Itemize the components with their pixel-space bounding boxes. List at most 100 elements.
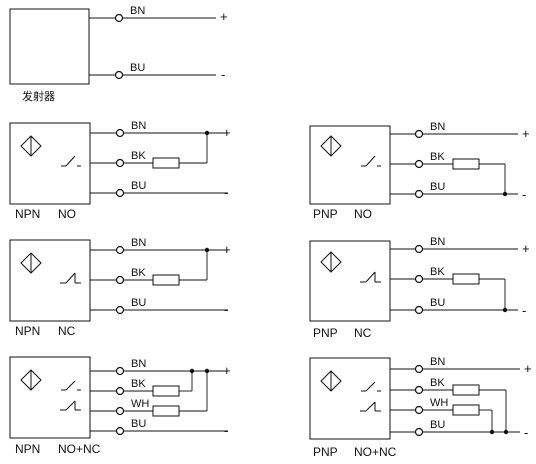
minus-sign: - (524, 425, 528, 440)
sensor-symbol-icon (20, 135, 42, 157)
plus-sign: + (223, 363, 231, 378)
sensor-mode-label: NO+NC (58, 442, 101, 456)
bu-terminal (414, 189, 424, 199)
bn-terminal (115, 366, 125, 376)
sensor-box (309, 357, 391, 440)
sensor-type-label: PNP (313, 326, 338, 340)
plus-sign: + (524, 361, 532, 376)
plus-sign: + (223, 242, 231, 257)
nc-switch-icon (360, 401, 381, 412)
bn-terminal (414, 129, 424, 139)
sensor-box (9, 356, 91, 439)
bn-terminal (115, 245, 125, 255)
bk-terminal (115, 275, 125, 285)
emitter-caption: 发射器 (22, 89, 55, 103)
bu-terminal (414, 305, 424, 315)
bu-terminal (115, 426, 125, 436)
npn-nonc-block: BN + BK WH BU - NPN NO+NC (9, 356, 231, 456)
load-resistor-bk (452, 384, 480, 396)
bk-label: BK (131, 267, 146, 279)
bn-label: BN (430, 356, 445, 368)
nc-switch-icon (60, 272, 81, 284)
no-switch-icon (361, 155, 381, 167)
bn-label: BN (131, 237, 146, 249)
sensor-mode-label: NO+NC (354, 445, 397, 459)
bu-label: BU (430, 181, 445, 193)
bu-label: BU (131, 418, 146, 430)
emitter-minus-sign: - (221, 67, 225, 82)
sensor-symbol-icon (20, 252, 42, 274)
plus-sign: + (522, 241, 530, 256)
bn-label: BN (430, 121, 445, 133)
sensor-symbol-icon (320, 370, 342, 392)
emitter-bn-terminal (114, 13, 124, 23)
minus-sign: - (522, 187, 526, 202)
bk-terminal (414, 274, 424, 284)
minus-sign: - (522, 303, 526, 318)
sensor-symbol-icon (320, 251, 342, 273)
bk-terminal (414, 385, 424, 395)
pnp-nonc-block: BN + BK WH BU - PNP NO+NC (309, 356, 532, 459)
emitter-plus-sign: + (220, 9, 228, 24)
sensor-symbol-icon (320, 135, 342, 157)
sensor-box (9, 122, 91, 205)
bk-label: BK (430, 151, 445, 163)
bk-label: BK (131, 150, 146, 162)
bk-terminal (115, 386, 125, 396)
load-resistor-wh (152, 405, 180, 417)
load-resistor (452, 273, 480, 285)
bu-label: BU (430, 419, 445, 431)
minus-sign: - (224, 185, 228, 200)
nc-switch-icon (360, 271, 381, 283)
bu-label: BU (430, 297, 445, 309)
load-resistor (152, 274, 180, 286)
sensor-type-label: NPN (15, 207, 40, 221)
emitter-bu-label: BU (130, 62, 145, 74)
load-resistor (452, 158, 480, 170)
no-switch-icon (61, 380, 81, 391)
sensor-mode-label: NO (58, 207, 76, 221)
bk-label: BK (430, 266, 445, 278)
bn-label: BN (430, 236, 445, 248)
sensor-type-label: NPN (15, 442, 40, 456)
wh-terminal (414, 405, 424, 415)
sensor-type-label: PNP (313, 207, 338, 221)
load-resistor-wh (452, 404, 480, 416)
bk-terminal (115, 158, 125, 168)
bk-label: BK (131, 378, 146, 390)
sensor-mode-label: NC (354, 326, 372, 340)
bn-label: BN (131, 120, 146, 132)
minus-sign: - (224, 423, 228, 438)
minus-sign: - (224, 302, 228, 317)
bk-terminal (414, 159, 424, 169)
npn-nc-block: BN + BK BU - NPN NC (9, 237, 231, 338)
bu-terminal (414, 427, 424, 437)
no-switch-icon (61, 155, 81, 167)
load-resistor (152, 157, 180, 169)
emitter-bn-label: BN (130, 5, 145, 17)
emitter-block: BN + BU - 发射器 (9, 5, 228, 103)
bu-terminal (115, 188, 125, 198)
emitter-box (9, 8, 90, 85)
sensor-mode-label: NO (354, 207, 372, 221)
wh-label: WH (430, 397, 448, 409)
sensor-box (9, 239, 91, 322)
npn-no-block: BN + BK BU - NPN NO (9, 120, 231, 221)
bn-terminal (414, 244, 424, 254)
bn-label: BN (131, 358, 146, 370)
no-switch-icon (361, 381, 381, 392)
plus-sign: + (522, 126, 530, 141)
sensor-box (309, 125, 391, 205)
wh-label: WH (131, 398, 149, 410)
pnp-nc-block: BN + BK BU - PNP NC (309, 236, 530, 340)
bu-label: BU (131, 297, 146, 309)
pnp-no-block: BN + BK BU - PNP NO (309, 121, 530, 221)
nc-switch-icon (60, 400, 81, 411)
emitter-bu-terminal (114, 70, 124, 80)
bn-terminal (414, 364, 424, 374)
sensor-symbol-icon (20, 369, 42, 391)
plus-sign: + (223, 125, 231, 140)
sensor-type-label: NPN (15, 324, 40, 338)
bk-label: BK (430, 377, 445, 389)
